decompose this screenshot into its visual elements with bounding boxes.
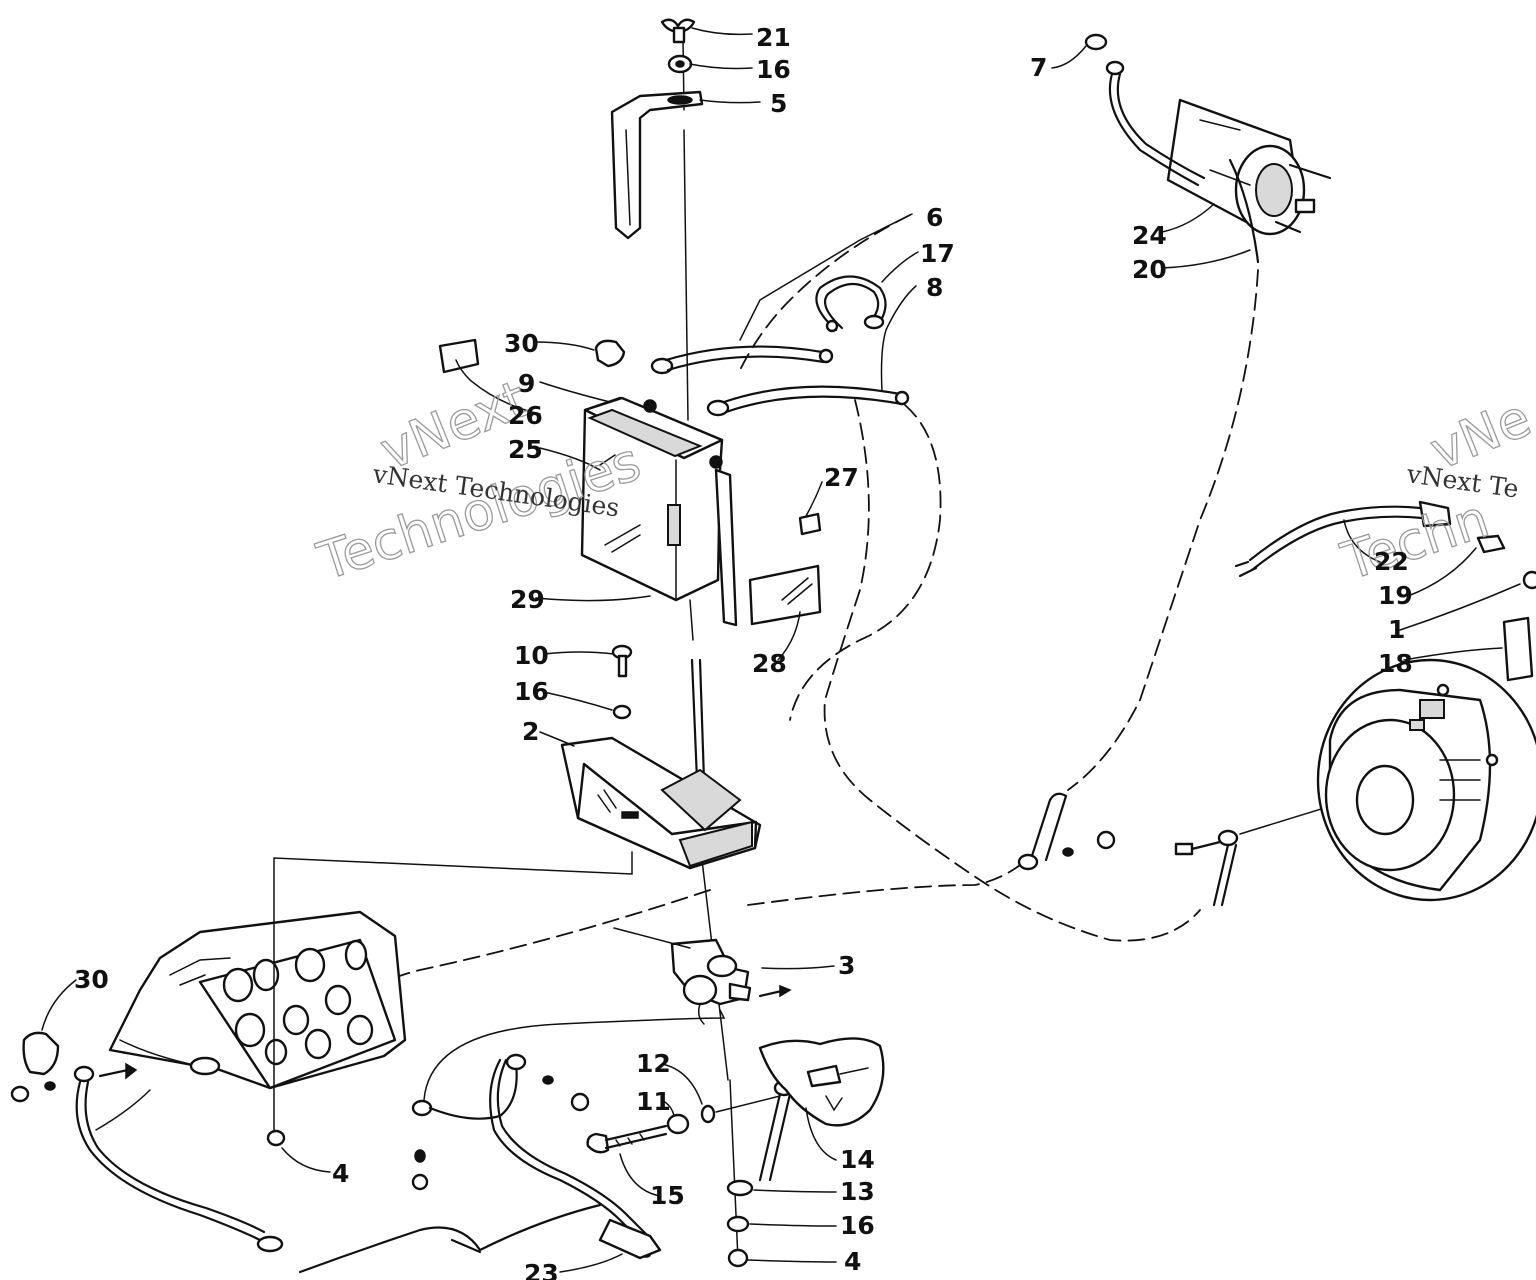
callout-30-left: 30: [74, 965, 109, 994]
watermark-large-right-2: Techn: [1335, 489, 1497, 593]
harness-8-line: [789, 404, 942, 721]
stator-flywheel: [1316, 658, 1536, 902]
harness-to-rectifier: [747, 864, 1021, 906]
harness-main-left: [823, 399, 1201, 942]
washer-11: [666, 1113, 690, 1135]
engine-block: [108, 910, 407, 1090]
callout-26: 26: [508, 401, 543, 430]
callout-28: 28: [752, 649, 787, 678]
tray-to-engine-leader: [273, 851, 633, 1131]
watermark: vNext Technologies vNext Technologies vN…: [310, 369, 1536, 593]
callout-13: 13: [840, 1177, 875, 1206]
cap-27: [798, 512, 822, 536]
callout-9: 9: [518, 369, 535, 398]
ground-wire-left: [10, 1062, 284, 1253]
cable-clamp-17: [815, 275, 887, 333]
callout-12: 12: [636, 1049, 671, 1078]
washer-12: [700, 1104, 716, 1124]
callout-5: 5: [770, 89, 787, 118]
hold-down-bracket-5: [610, 90, 704, 240]
callout-22: 22: [1374, 547, 1409, 576]
callout-18: 18: [1378, 649, 1413, 678]
callout-24: 24: [1132, 221, 1167, 250]
label-26: [438, 338, 480, 374]
callout-10: 10: [514, 641, 549, 670]
callout-7: 7: [1030, 53, 1047, 82]
callout-23: 23: [524, 1259, 559, 1280]
callout-30-top: 30: [504, 329, 539, 358]
bolt-axis: [715, 1095, 781, 1113]
battery-29: [580, 396, 724, 602]
terminal-cover-30-top: [594, 339, 626, 368]
callout-16-mid: 16: [514, 677, 549, 706]
nut-1: [1522, 570, 1536, 590]
callout-1: 1: [1388, 615, 1405, 644]
callout-20: 20: [1132, 255, 1167, 284]
rectifier-3: [670, 938, 792, 1025]
callout-29: 29: [510, 585, 545, 614]
harness-23: [298, 1009, 726, 1274]
harness-20-line: [1067, 269, 1259, 791]
callout-15: 15: [650, 1181, 685, 1210]
decal-28: [748, 564, 822, 626]
callout-labels: 21 16 5 7 6 17 8 24 20 30 9 26 25 27 29 …: [74, 23, 1413, 1280]
rectifier-leader: [613, 927, 691, 949]
nut-4-bottom: [727, 1248, 749, 1268]
battery-tray-2: [560, 736, 762, 870]
callout-6: 6: [926, 203, 943, 232]
screw-10: [611, 644, 633, 678]
center-axis-line: [682, 39, 739, 1261]
spark-plug-cap-30: [22, 1031, 60, 1076]
callout-16-bottom: 16: [840, 1211, 875, 1240]
bracket-14: [758, 1037, 885, 1127]
cable-9: [650, 345, 834, 375]
callout-8: 8: [926, 273, 943, 302]
callout-16-top: 16: [756, 55, 791, 84]
wing-nut-21: [660, 18, 696, 44]
ground-strap-13: [726, 1079, 795, 1197]
cable-8: [706, 385, 910, 417]
battery-strap: [714, 468, 738, 627]
washer-16-mid: [612, 704, 632, 720]
solenoid-lead: [1105, 60, 1206, 187]
callout-25: 25: [508, 435, 543, 464]
callout-3: 3: [838, 951, 855, 980]
bolt-15: [586, 1124, 668, 1154]
callout-4-bottom: 4: [844, 1247, 861, 1276]
callout-11: 11: [636, 1087, 671, 1116]
callout-17: 17: [920, 239, 955, 268]
washer-16-bottom: [726, 1215, 750, 1233]
label-18: [1502, 616, 1534, 682]
callout-19: 19: [1378, 581, 1413, 610]
callout-4-left: 4: [332, 1159, 349, 1188]
leader-lines: [41, 27, 1521, 1273]
callout-27: 27: [824, 463, 859, 492]
nut-7: [1084, 33, 1108, 51]
harness-6-line: [739, 214, 911, 371]
cable-20: [1228, 158, 1260, 264]
callout-21: 21: [756, 23, 791, 52]
hold-down-rod: [690, 658, 706, 782]
wire-harness-22: [1234, 500, 1452, 578]
nut-4-left: [266, 1129, 286, 1147]
callout-14: 14: [840, 1145, 875, 1174]
connector-19: [1476, 534, 1506, 554]
bolt-cable-right: [1174, 829, 1239, 907]
ground-cable-middle: [1017, 792, 1116, 871]
harness-lower-left: [389, 889, 711, 981]
callout-2: 2: [522, 717, 539, 746]
